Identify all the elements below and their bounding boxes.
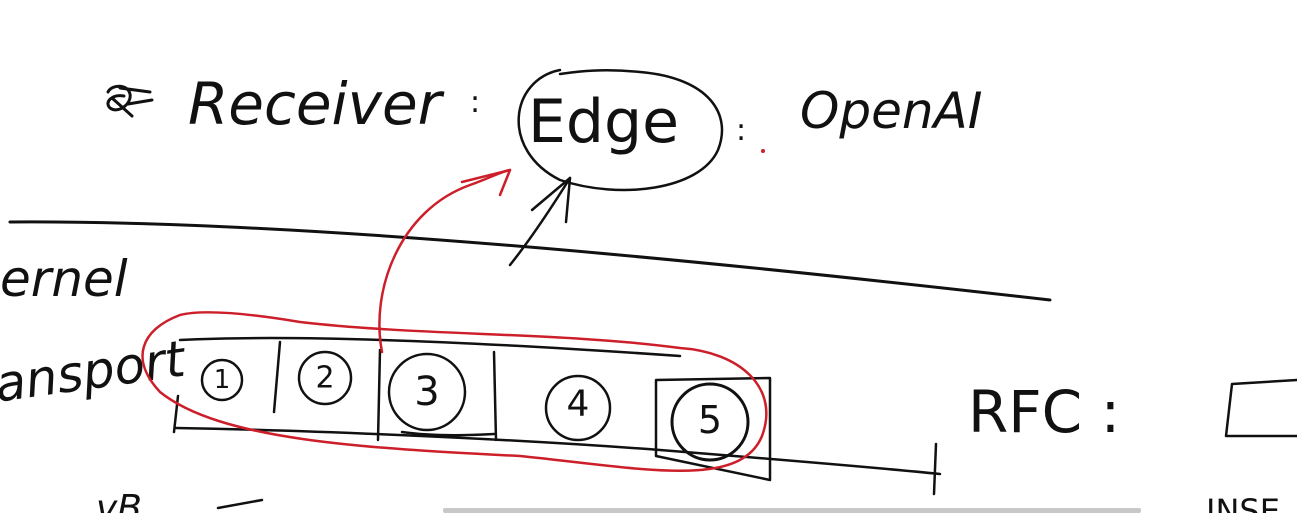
segment-3: 3: [387, 352, 467, 432]
svg-text:1: 1: [214, 365, 231, 395]
provider-label: OpenAI: [800, 82, 983, 140]
edge-label: Edge: [528, 87, 679, 157]
svg-text:5: 5: [698, 398, 722, 442]
rfc-label: RFC :: [968, 378, 1120, 446]
arrow-to-edge: [508, 176, 572, 267]
rfc-box: [1224, 378, 1297, 438]
highlight-loop: [141, 311, 768, 472]
segment-1: 1: [200, 358, 244, 402]
bottom-right-fragment: INSE: [1206, 492, 1280, 513]
highlight-arrow: [378, 168, 512, 354]
svg-text:4: 4: [567, 384, 590, 425]
segment-bar: [172, 336, 942, 496]
red-dot: [761, 149, 765, 153]
svg-text:3: 3: [414, 369, 439, 415]
layer-line-upper: [8, 220, 1052, 302]
edge-colon: :: [736, 113, 746, 148]
segment-4: 4: [544, 374, 612, 442]
segment-2: 2: [297, 350, 353, 406]
receiver-label: Receiver: [188, 70, 445, 138]
horizontal-scrollbar[interactable]: [443, 508, 1141, 513]
edge-node: Edge: [517, 68, 724, 192]
segment-5: 5: [670, 382, 750, 462]
svg-text:2: 2: [315, 361, 334, 396]
receiver-colon: :: [470, 85, 480, 120]
bottom-left-stroke: [216, 498, 264, 510]
lower-layer-label: ansport: [0, 329, 191, 413]
upper-layer-label: ernel: [0, 250, 128, 308]
scribble-mark: [106, 84, 154, 118]
bottom-left-fragment: vB: [96, 488, 142, 513]
